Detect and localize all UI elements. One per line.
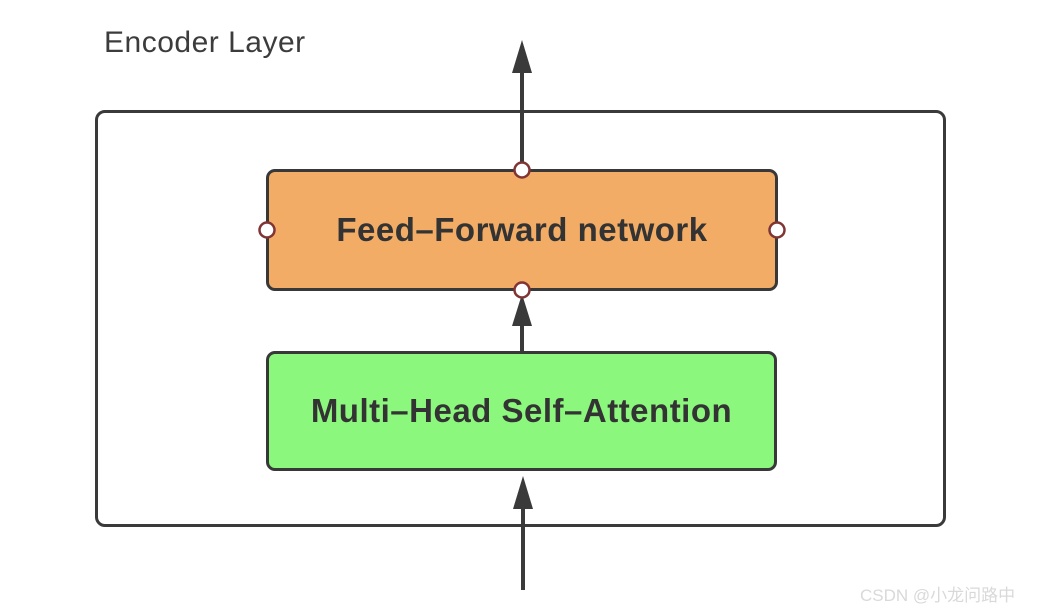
selection-handle-right[interactable] [768, 221, 786, 239]
multi-head-label: Multi–Head Self–Attention [310, 392, 733, 429]
diagram-title: Encoder Layer [104, 26, 306, 59]
feed-forward-node[interactable]: Feed–Forward network [266, 169, 778, 291]
selection-handle-top[interactable] [513, 161, 531, 179]
watermark: CSDN @小龙问路中 [860, 586, 1016, 605]
feed-forward-label: Feed–Forward network [336, 211, 708, 248]
selection-handle-left[interactable] [258, 221, 276, 239]
multi-head-node[interactable]: Multi–Head Self–Attention [266, 351, 777, 471]
selection-handle-bottom[interactable] [513, 281, 531, 299]
